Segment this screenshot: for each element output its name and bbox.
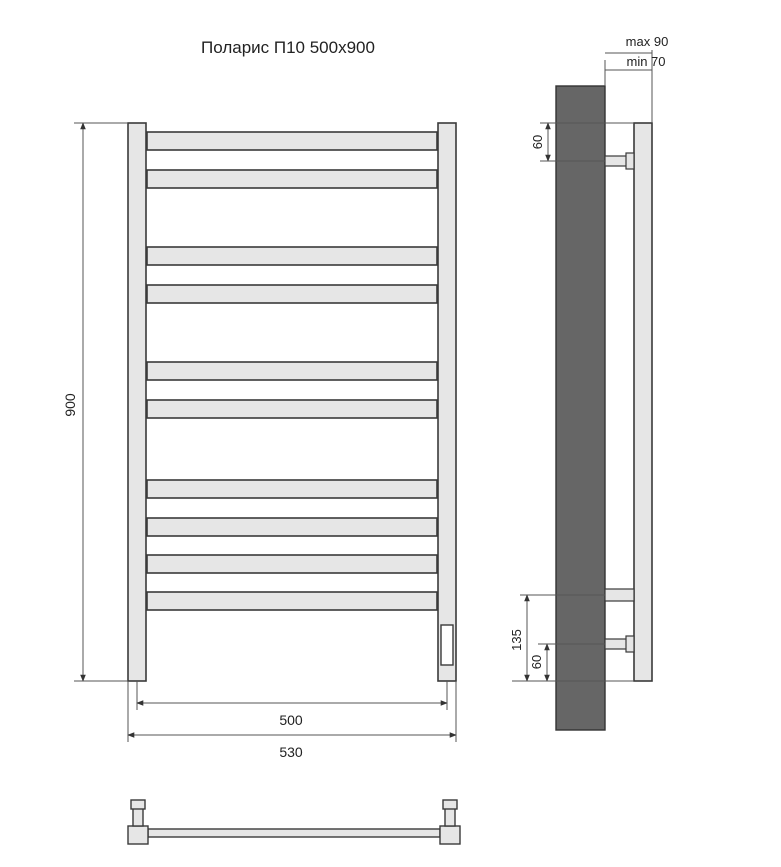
rail xyxy=(146,399,438,419)
height-label: 900 xyxy=(62,393,78,417)
top-view-left-pipe xyxy=(132,807,144,827)
height-dimension xyxy=(74,122,128,682)
rail xyxy=(146,284,438,304)
wall-bracket xyxy=(604,588,635,602)
bottom-span-label: 135 xyxy=(509,629,524,651)
bottom-offset-label: 60 xyxy=(529,655,544,669)
top-view-rail xyxy=(147,828,441,838)
depth-max-label: max 90 xyxy=(626,34,669,49)
side-post xyxy=(633,122,653,682)
left-post xyxy=(127,122,147,682)
top-view-right-post xyxy=(439,825,461,845)
wall xyxy=(555,85,606,731)
top-view-left-nut xyxy=(130,799,146,810)
rail xyxy=(146,246,438,266)
rail xyxy=(146,517,438,537)
depth-dimensions xyxy=(604,50,653,123)
bottom-connection xyxy=(604,635,635,653)
top-view-right-nut xyxy=(442,799,458,810)
inner-width-label: 500 xyxy=(279,712,303,728)
outer-width-label: 530 xyxy=(279,744,303,760)
top-view xyxy=(127,799,461,845)
width-dimensions xyxy=(127,681,457,742)
rail xyxy=(146,131,438,151)
switch-box xyxy=(440,624,454,666)
drawing-title: Поларис П10 500x900 xyxy=(201,38,375,57)
rail xyxy=(146,554,438,574)
top-connection xyxy=(604,152,635,170)
top-offset-dimension xyxy=(540,122,634,162)
top-offset-label: 60 xyxy=(530,135,545,149)
front-view xyxy=(127,122,457,682)
depth-min-label: min 70 xyxy=(626,54,665,69)
bottom-dimensions xyxy=(512,594,634,682)
top-view-right-pipe xyxy=(444,807,456,827)
right-post xyxy=(437,122,457,682)
rail xyxy=(146,591,438,611)
top-view-left-post xyxy=(127,825,149,845)
rail xyxy=(146,361,438,381)
rail xyxy=(146,169,438,189)
rail xyxy=(146,479,438,499)
side-view xyxy=(555,85,653,731)
